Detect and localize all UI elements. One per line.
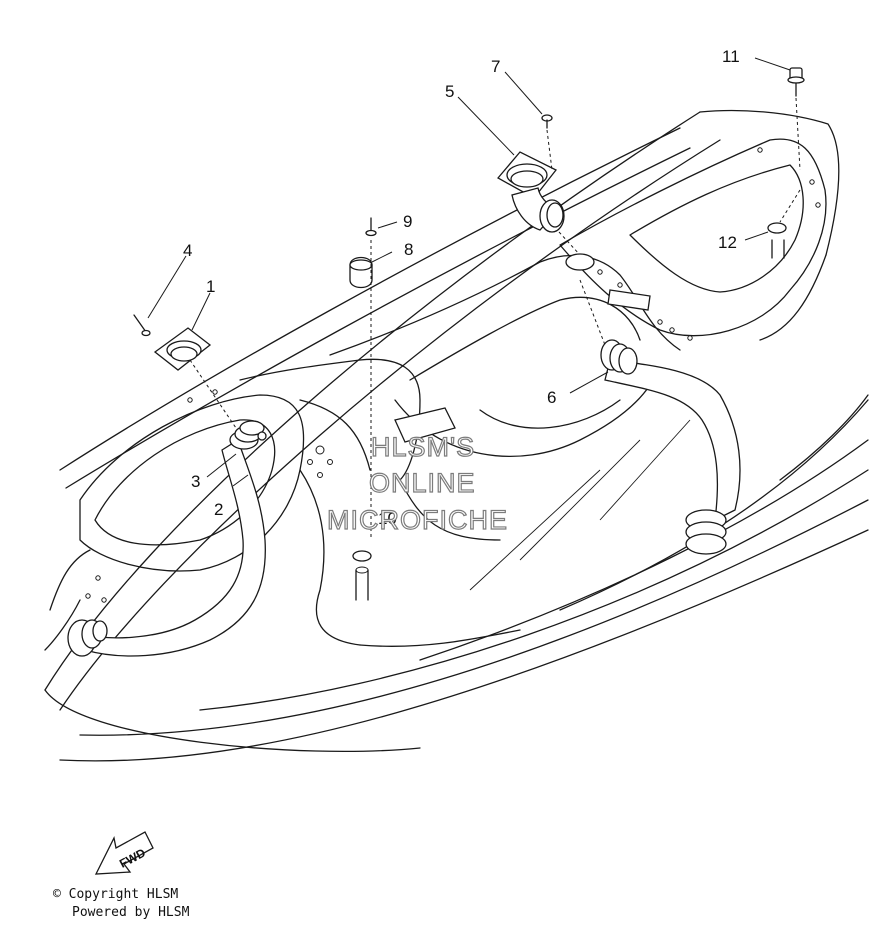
callouts: 1 2 3 4 5 6 7 8 9 10 11 12 [183,47,740,528]
powered-by-text: Powered by HLSM [72,905,190,920]
callout-1: 1 [206,277,215,296]
watermark: HLSM'S ONLINE MICROFICHE [326,431,508,535]
watermark-line-2: ONLINE [369,468,476,498]
callout-3: 3 [191,472,200,491]
copyright-text: © Copyright HLSM [53,887,179,902]
hose-2 [67,439,266,657]
clamp-10 [352,550,372,601]
sleeve-3 [229,420,267,450]
callout-9: 9 [403,212,412,231]
bolt-11 [787,67,805,97]
callout-7: 7 [491,57,500,76]
callout-6: 6 [547,388,556,407]
deck-frame [44,138,827,651]
rivet-4 [133,314,151,337]
watermark-line-1: HLSM'S [371,432,475,462]
callout-2: 2 [214,500,223,519]
callout-10: 10 [378,509,397,528]
callout-5: 5 [445,82,454,101]
clip-12 [767,222,787,259]
grommet-8 [349,256,373,289]
screw-7 [541,114,553,129]
fwd-arrow-icon: FWD [94,831,154,875]
callout-12: 12 [718,233,737,252]
gasket-1 [153,327,212,371]
rivet-9 [365,217,377,237]
watermark-line-3: MICROFICHE [327,505,508,535]
callout-4: 4 [183,241,192,260]
callout-11: 11 [722,47,740,66]
callout-8: 8 [404,240,413,259]
hose-6 [600,339,741,555]
leader-lines [147,57,801,540]
vent-cap-5 [496,151,565,233]
